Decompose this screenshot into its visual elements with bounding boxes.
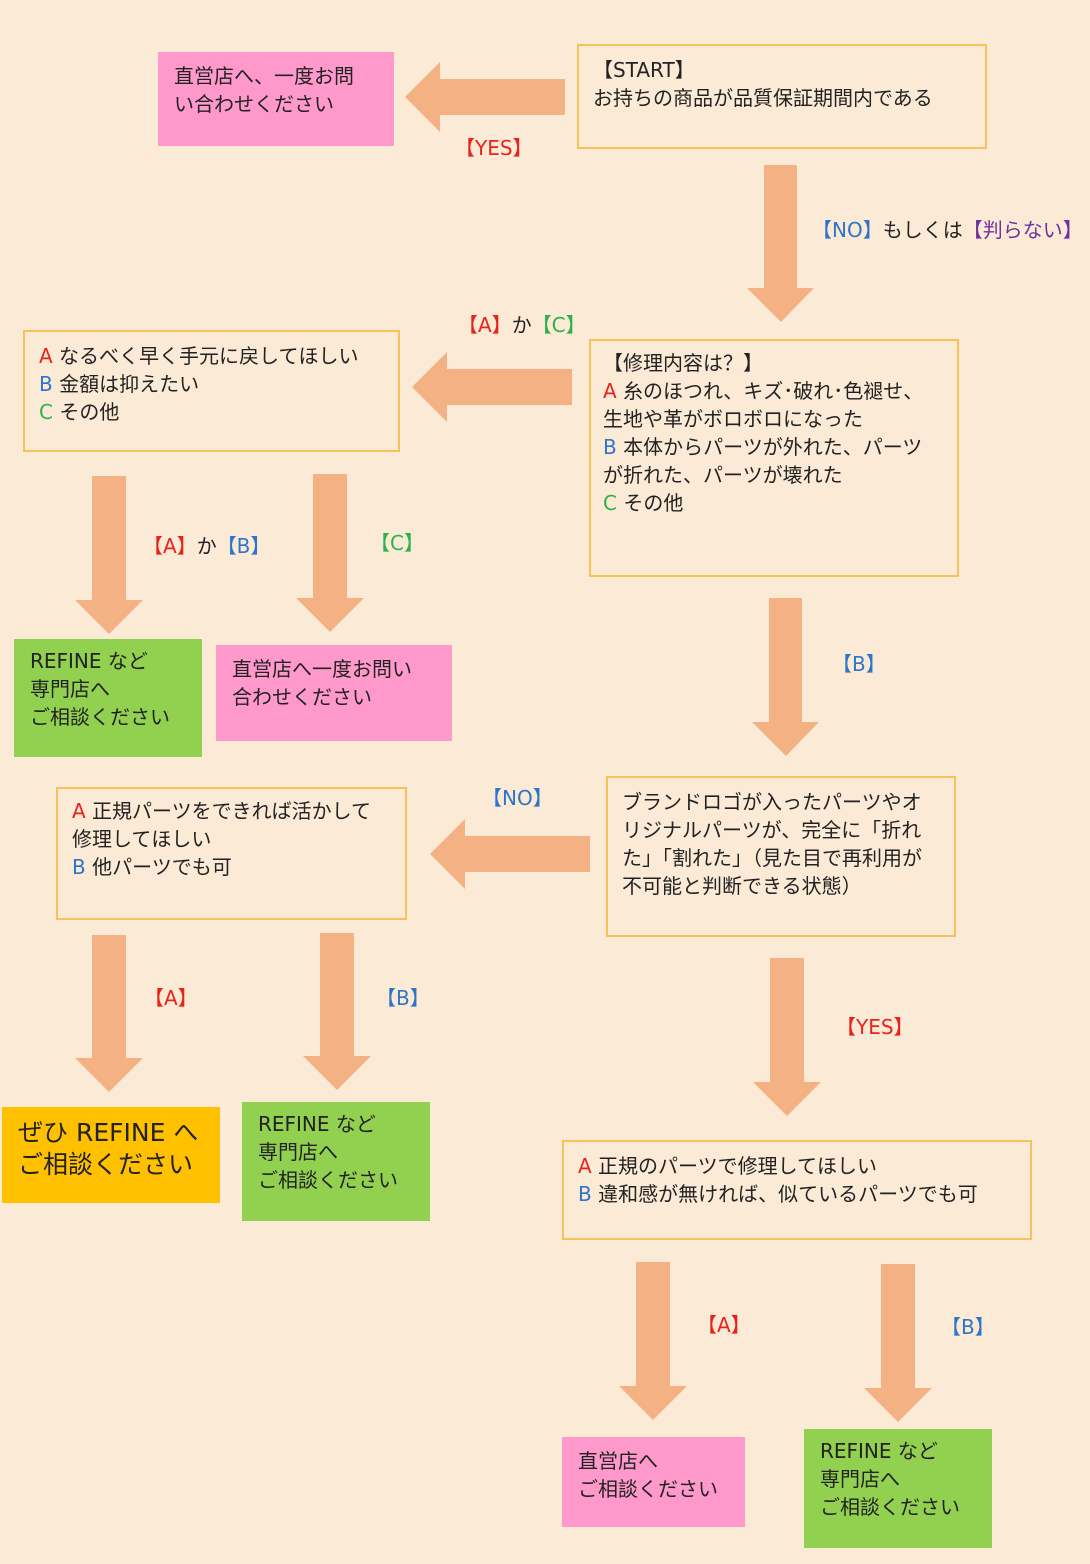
arrow-start-yes xyxy=(405,62,565,132)
label-no-or-unknown: 【NO】もしくは【判らない】 xyxy=(812,218,1083,242)
arrow-parts-a xyxy=(619,1262,687,1420)
start-text: お持ちの商品が品質保証期間内である xyxy=(593,86,933,110)
label-a-or-c: 【A】か【C】 xyxy=(458,313,586,337)
arrow-speed-ab xyxy=(75,476,143,634)
label-c: 【C】 xyxy=(370,531,424,555)
arrow-speed-c xyxy=(296,474,364,632)
start-title: 【START】 xyxy=(593,58,695,82)
result-refine-3: REFINE など 専門店へ ご相談ください xyxy=(804,1429,992,1548)
arrow-parts-b xyxy=(864,1264,932,1422)
regular-parts-question-box: A 正規パーツをできれば活かして 修理してほしい B 他パーツでも可 xyxy=(56,787,407,920)
result-refine-gold: ぜひ REFINE へ ご相談ください xyxy=(2,1107,220,1203)
label-yes-start: 【YES】 xyxy=(455,136,533,160)
result-direct-store-2: 直営店へ一度お問い 合わせください xyxy=(216,645,452,741)
priority-question-box: A なるべく早く手元に戻してほしい B 金額は抑えたい C その他 xyxy=(23,330,400,452)
arrow-repair-ac xyxy=(412,352,572,422)
label-b-regular: 【B】 xyxy=(376,986,430,1010)
arrow-start-no xyxy=(747,165,814,322)
label-b-parts: 【B】 xyxy=(941,1315,995,1339)
replacement-parts-question-box: A 正規のパーツで修理してほしい B 違和感が無ければ、似ているパーツでも可 xyxy=(562,1140,1032,1240)
label-yes-brand: 【YES】 xyxy=(836,1015,914,1039)
label-b-repair: 【B】 xyxy=(832,652,886,676)
label-no-brand: 【NO】 xyxy=(482,786,553,810)
start-box: 【START】 お持ちの商品が品質保証期間内である xyxy=(577,44,987,149)
arrow-repair-b xyxy=(752,598,819,756)
result-direct-store-3: 直営店へ ご相談ください xyxy=(562,1437,745,1527)
label-a-regular: 【A】 xyxy=(144,986,198,1010)
arrow-regular-b xyxy=(303,933,371,1090)
brand-parts-question-box: ブランドロゴが入ったパーツやオ リジナルパーツが、完全に「折れ た」「割れた」（… xyxy=(606,776,956,937)
repair-question-box: 【修理内容は？】 A 糸のほつれ、キズ･破れ･色褪せ、 生地や革がボロボロになっ… xyxy=(589,339,959,577)
arrow-brand-yes xyxy=(753,958,821,1116)
label-a-parts: 【A】 xyxy=(697,1313,751,1337)
label-a-or-b: 【A】か【B】 xyxy=(143,534,271,558)
arrow-brand-no xyxy=(430,819,590,889)
result-refine-2: REFINE など 専門店へ ご相談ください xyxy=(242,1102,430,1221)
result-refine-1: REFINE など 専門店へ ご相談ください xyxy=(14,639,202,757)
result-direct-store-top: 直営店へ、一度お問 い合わせください xyxy=(158,52,394,146)
arrow-regular-a xyxy=(75,935,143,1092)
